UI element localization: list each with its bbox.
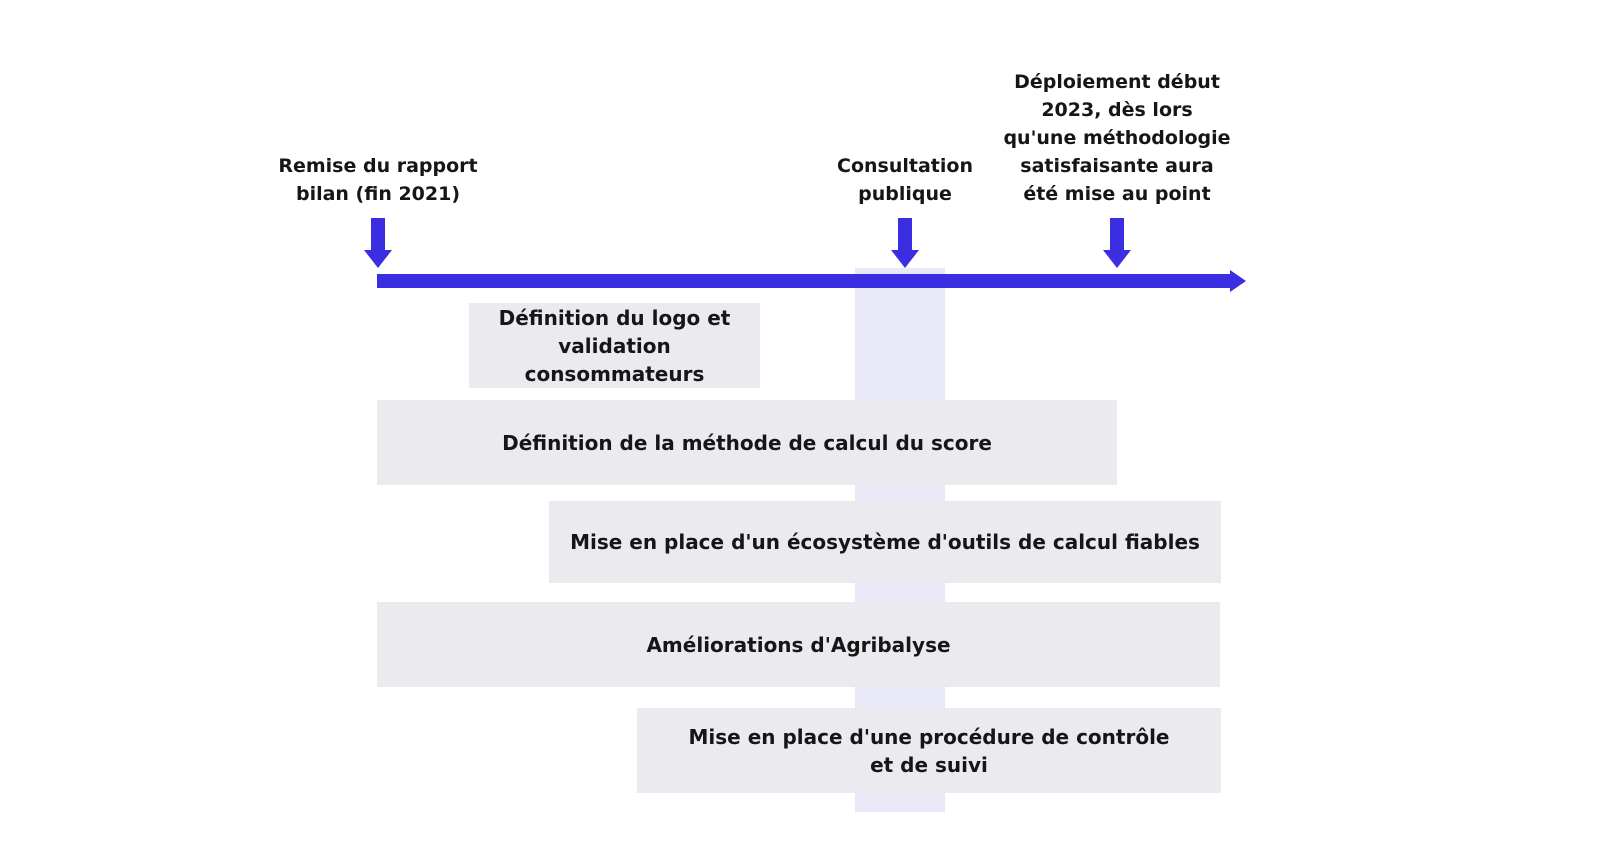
task-text-controle: Mise en place d'une procédure de contrôl… [688, 724, 1170, 777]
task-controle: Mise en place d'une procédure de contrôl… [637, 708, 1221, 793]
task-ecosysteme: Mise en place d'un écosystème d'outils d… [549, 501, 1221, 583]
task-text-ecosysteme: Mise en place d'un écosystème d'outils d… [570, 530, 1200, 554]
down-arrow-icon [363, 218, 393, 270]
task-text-logo: Définition du logo et validation consomm… [498, 305, 731, 386]
task-text-agribalyse: Améliorations d'Agribalyse [646, 632, 951, 657]
milestone-label-deploiement: Déploiement début 2023, dès lors qu'une … [987, 68, 1247, 208]
down-arrow-icon [1102, 218, 1132, 270]
milestone-text-consultation: Consultation publique [837, 155, 973, 205]
task-agribalyse: Améliorations d'Agribalyse [377, 602, 1220, 687]
timeline-arrowhead-icon [1230, 270, 1246, 292]
milestone-text-deploiement: Déploiement début 2023, dès lors qu'une … [1003, 71, 1231, 205]
milestone-label-rapport: Remise du rapport bilan (fin 2021) [258, 152, 498, 208]
task-logo: Définition du logo et validation consomm… [469, 303, 760, 388]
down-arrow-icon [890, 218, 920, 270]
timeline-axis [377, 274, 1231, 288]
milestone-label-consultation: Consultation publique [800, 152, 1010, 208]
milestone-text-rapport: Remise du rapport bilan (fin 2021) [278, 155, 478, 205]
task-methode: Définition de la méthode de calcul du sc… [377, 400, 1117, 485]
task-text-methode: Définition de la méthode de calcul du sc… [502, 430, 992, 455]
